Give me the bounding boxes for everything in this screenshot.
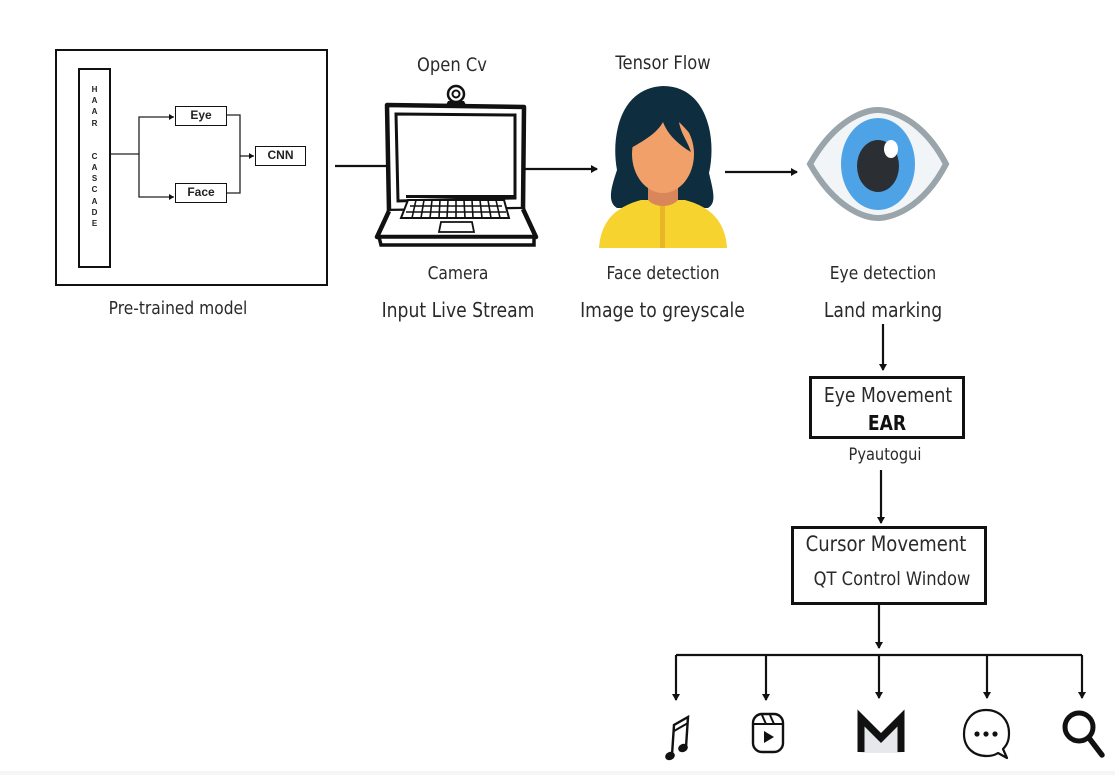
chat-bubble-icon[interactable]	[962, 706, 1012, 760]
bottom-edge	[0, 771, 1115, 775]
face-feature-box: Face	[175, 183, 227, 203]
haar-letter: D	[91, 207, 98, 217]
land-marking-caption: Land marking	[823, 298, 943, 322]
eye-to-cnn-line	[227, 114, 241, 194]
video-reels-icon[interactable]	[751, 712, 785, 756]
eye-feature-box: Eye	[175, 106, 227, 126]
tensorflow-label: Tensor Flow	[615, 52, 711, 74]
cursor-movement-box: Cursor Movement QT Control Window	[791, 526, 987, 605]
haar-letter: S	[91, 174, 98, 184]
pyautogui-label: Pyautogui	[848, 445, 922, 465]
input-live-stream-caption: Input Live Stream	[381, 298, 535, 322]
haar-letter: A	[91, 96, 98, 106]
opencv-label: Open Cv	[417, 54, 487, 76]
haar-letter: E	[91, 219, 98, 229]
ear-label: EAR	[867, 411, 907, 435]
qt-control-window-label: QT Control Window	[813, 568, 971, 590]
eye-detection-caption: Eye detection	[829, 263, 937, 284]
haar-letter: A	[91, 163, 98, 173]
split-to-eye-arrow	[138, 114, 174, 154]
haar-letter: C	[91, 185, 98, 195]
music-note-icon[interactable]	[664, 713, 694, 763]
camera-caption: Camera	[427, 263, 489, 284]
eye-icon	[806, 106, 950, 222]
search-icon[interactable]	[1060, 706, 1106, 760]
cnn-box: CNN	[255, 146, 306, 166]
gmail-icon[interactable]	[856, 709, 906, 756]
haar-letter: C	[91, 151, 98, 161]
eye-feature-label: Eye	[190, 108, 212, 122]
cursor-movement-title: Cursor Movement	[805, 532, 967, 556]
eye-movement-title: Eye Movement	[823, 383, 953, 407]
haar-letter: H	[91, 85, 98, 94]
haar-letter: A	[91, 107, 98, 117]
laptop-webcam-icon	[374, 84, 539, 247]
face-detection-caption: Face detection	[606, 263, 720, 284]
split-to-face-arrow	[138, 154, 174, 200]
pretrained-caption: Pre-trained model	[108, 298, 248, 319]
person-avatar-icon	[599, 86, 727, 248]
face-feature-label: Face	[187, 185, 215, 199]
haar-letter: R	[91, 118, 98, 128]
greyscale-caption: Image to greyscale	[580, 298, 745, 322]
haar-cascade-box	[78, 68, 111, 268]
cnn-label: CNN	[267, 148, 294, 162]
haar-letter: A	[91, 196, 98, 206]
eye-movement-box: Eye Movement EAR	[809, 376, 965, 439]
